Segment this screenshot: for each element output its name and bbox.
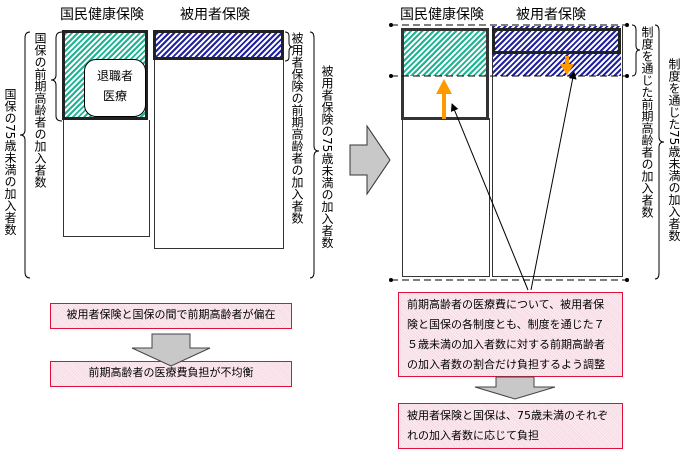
left-box-burden: 前期高齢者の医療費負担が不均衡	[50, 361, 292, 387]
label-kokuho-elderly: 国保の前期高齢者の加入者数	[33, 32, 47, 188]
left-employee-column	[154, 58, 284, 249]
brace-system-under75	[654, 24, 665, 280]
result-line-2: れの加入者数に応じて負担	[407, 429, 539, 442]
right-flow-arrow	[474, 376, 556, 400]
left-box-imbalance: 被用者保険と国保の間で前期高齢者が偏在	[50, 303, 292, 329]
retired-medical-box: 退職者 医療	[84, 59, 146, 117]
label-system-elderly: 制度を通じた前期高齢者の加入者数	[640, 26, 654, 218]
adjust-arrow-down	[560, 56, 574, 75]
left-kokuho-column	[63, 120, 150, 237]
right-kokuho-column	[402, 118, 490, 277]
center-flow-arrow	[349, 124, 391, 196]
right-employee-column	[492, 26, 623, 277]
left-box-imbalance-text: 被用者保険と国保の間で前期高齢者が偏在	[66, 308, 276, 321]
brace-kokuho-under75	[19, 31, 31, 279]
right-kokuho-elderly-area	[404, 31, 487, 76]
pointer-line-employee	[530, 71, 577, 291]
adjust-arrow-up	[436, 79, 452, 119]
brace-employee-under75	[309, 31, 320, 279]
label-employee-under75: 被用者保険の75歳未満の加入者数	[320, 65, 334, 249]
right-box-result: 被用者保険と国保は、75歳未満のそれぞ れの加入者数に応じて負担	[398, 403, 623, 449]
left-title-employee: 被用者保険	[180, 7, 250, 23]
retired-line-1: 退職者	[96, 69, 133, 83]
right-employee-elderly-block	[492, 28, 621, 54]
adjustment-line-4: の加入者数の割合だけ負担するよう調整	[407, 358, 605, 371]
label-employee-elderly: 被用者保険の前期高齢者の加入者数	[290, 32, 304, 224]
label-kokuho-under75: 国保の75歳未満の加入者数	[3, 88, 17, 236]
right-title-kokuho: 国民健康保険	[400, 7, 484, 23]
right-box-adjustment: 前期高齢者の医療費について、被用者保 険と国保の各制度とも、制度を通じた７ ５歳…	[398, 292, 623, 377]
pointer-line-kokuho	[450, 103, 529, 291]
retired-line-2: 医療	[102, 89, 127, 103]
left-title-kokuho: 国民健康保険	[60, 7, 144, 23]
brace-employee-elderly	[284, 31, 294, 62]
result-line-1: 被用者保険と国保は、75歳未満のそれぞ	[407, 409, 608, 422]
left-employee-elderly-block	[153, 30, 284, 60]
right-title-employee: 被用者保険	[516, 7, 586, 23]
brace-kokuho-elderly	[50, 31, 63, 122]
adjustment-line-1: 前期高齢者の医療費について、被用者保	[407, 298, 605, 311]
left-box-burden-text: 前期高齢者の医療費負担が不均衡	[88, 366, 254, 379]
label-system-under75: 制度を通じた75歳未満の加入者数	[667, 58, 681, 242]
brace-system-elderly	[631, 24, 641, 77]
adjustment-line-2: 険と国保の各制度とも、制度を通じた７	[407, 318, 605, 331]
left-flow-arrow	[131, 333, 211, 367]
adjustment-line-3: ５歳未満の加入者数に対する前期高齢者	[407, 338, 605, 351]
